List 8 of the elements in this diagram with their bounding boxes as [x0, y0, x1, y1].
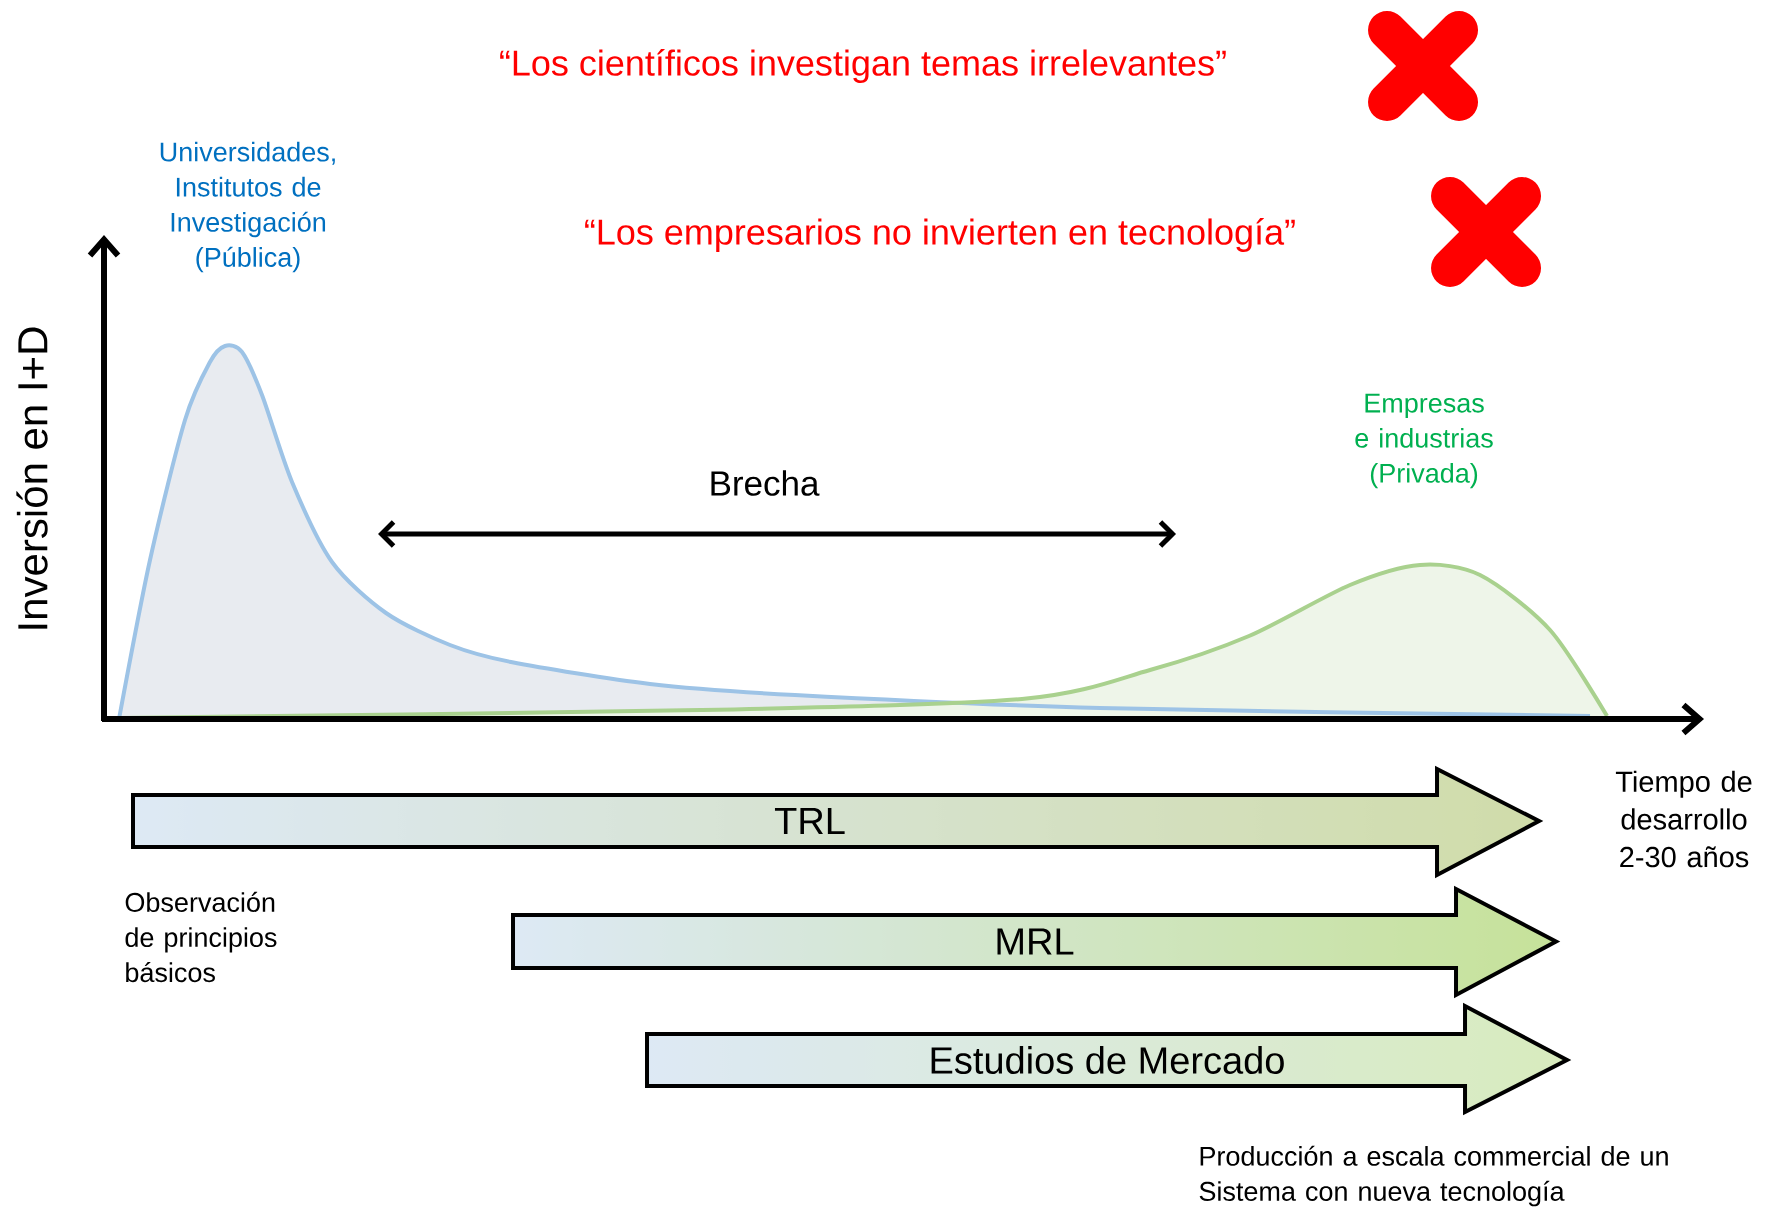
sector-label: Universidades, Institutos de Investigación (Pública)	[160, 141, 335, 273]
gap-label: Brecha	[711, 470, 820, 496]
stage-label: Producción a escala commercial de un Sistema con nueva tecnología	[1199, 1145, 1668, 1207]
quote-text: “Los empresarios no invierten en tecnología”	[585, 218, 1295, 252]
axis-title: Tiempo de desarrollo 2-30 años	[1615, 770, 1752, 868]
axis-title: Inversión en I+D	[16, 327, 48, 629]
quote-text: “Los científicos investigan temas irrelevantes”	[500, 49, 1226, 83]
sector-label: Empresas e industrias (Privada)	[1355, 393, 1493, 489]
